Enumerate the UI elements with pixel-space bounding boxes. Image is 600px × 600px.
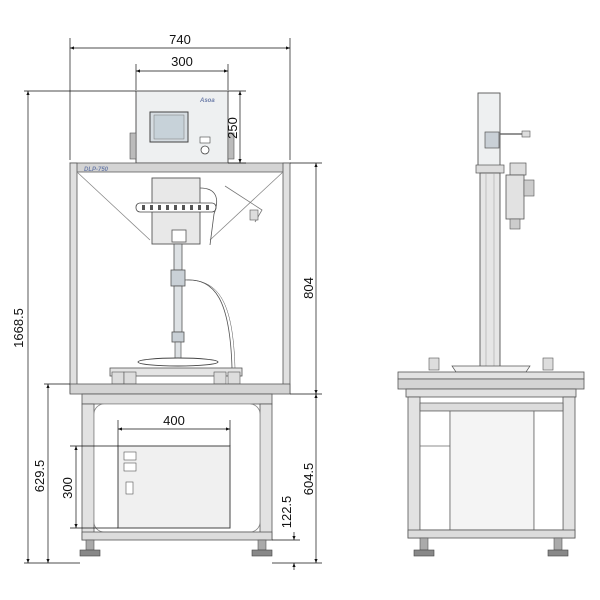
control-cabinet [117, 445, 231, 529]
upper-frame: DLP-750 [69, 162, 291, 394]
front-dimensions: 740 300 250 1668.5 629.5 300 [11, 32, 322, 570]
dim-controller-height: 250 [225, 117, 240, 139]
side-view [397, 92, 585, 557]
dim-cabinet-width: 400 [163, 413, 185, 428]
dim-controller-width: 300 [171, 54, 193, 69]
side-valve [505, 162, 535, 230]
dim-total-width: 740 [169, 32, 191, 47]
side-table [397, 357, 585, 398]
front-view: Asoa DLP-750 [11, 32, 322, 570]
model-label: DLP-750 [84, 167, 109, 173]
dim-cabinet-height: 300 [60, 477, 75, 499]
dim-total-height: 1668.5 [11, 308, 26, 348]
dim-upper-height: 804 [301, 277, 316, 299]
controller-unit: Asoa [129, 90, 235, 164]
dim-leg-height: 122.5 [279, 496, 294, 529]
dim-table-height: 629.5 [32, 460, 47, 493]
spindle-shaft [170, 243, 236, 369]
brand-mark: Asoa [199, 98, 215, 104]
dim-table-inner-height: 604.5 [301, 463, 316, 496]
side-lower-frame [407, 396, 576, 557]
work-table [69, 357, 291, 395]
dispenser-head [135, 177, 263, 246]
side-column [475, 92, 531, 396]
